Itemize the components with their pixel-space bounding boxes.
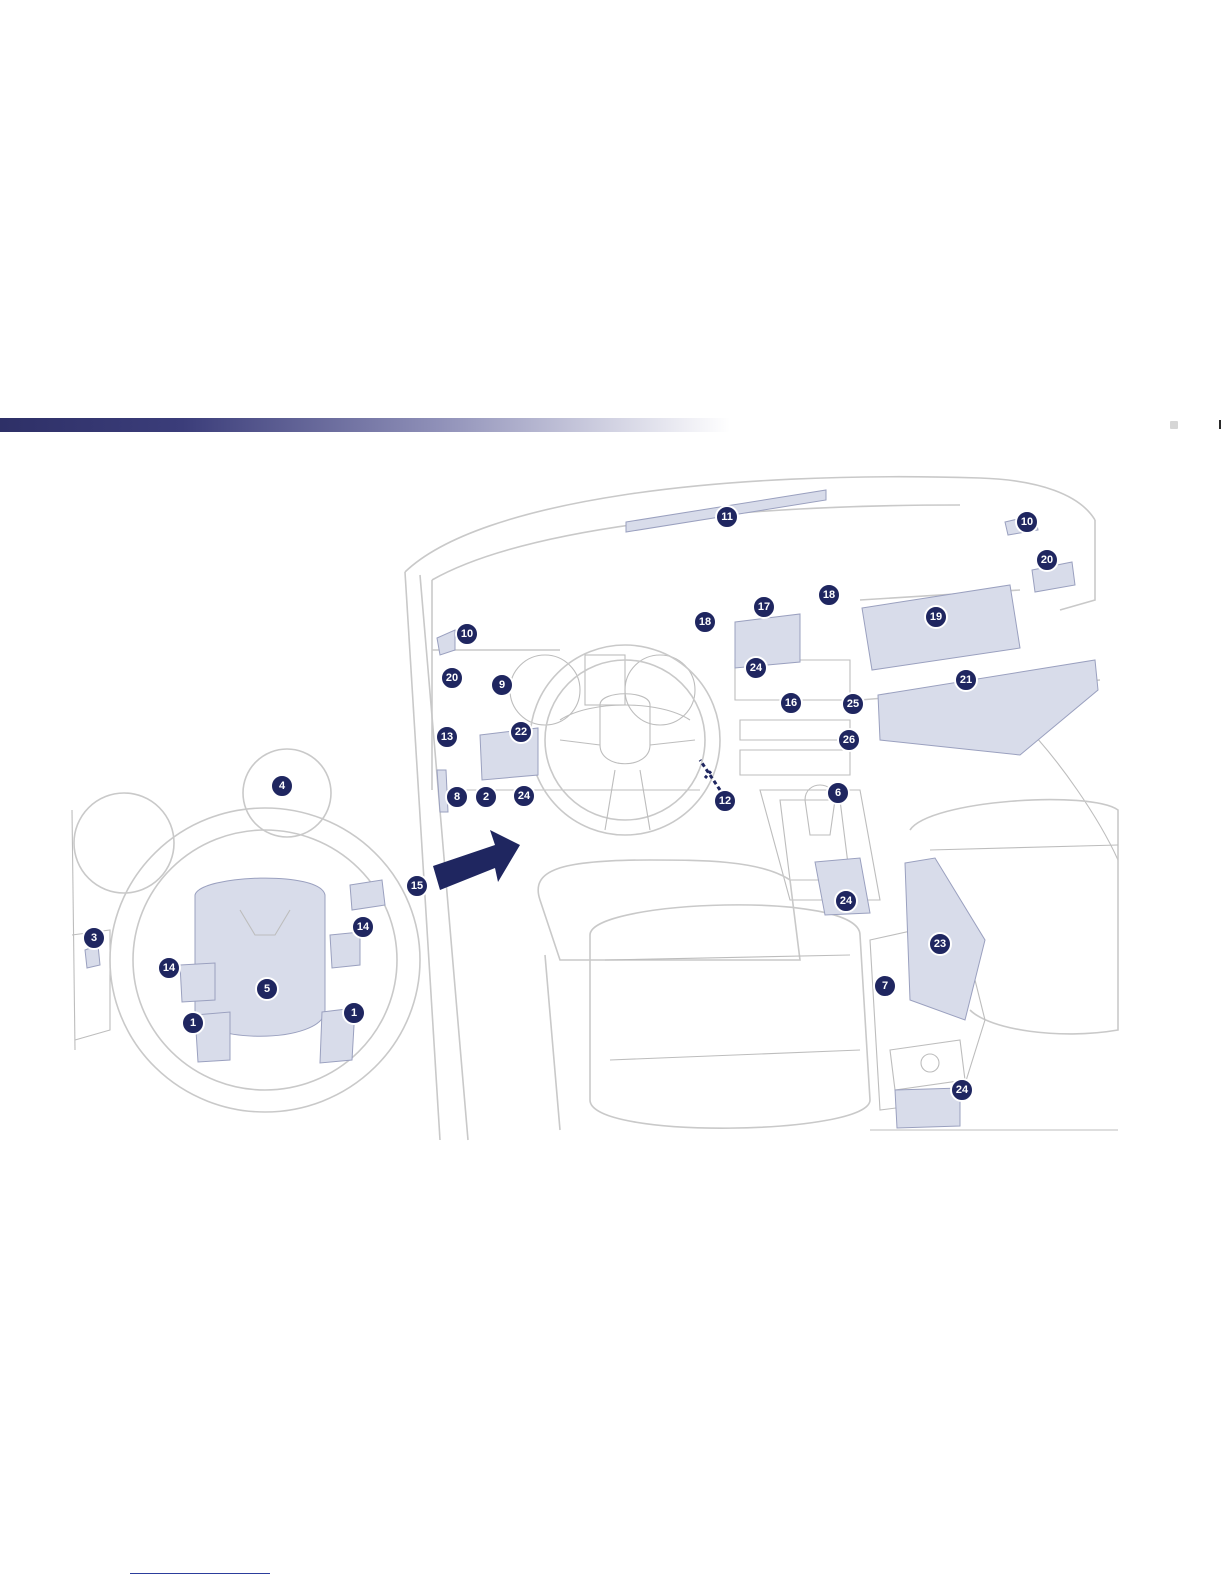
callout-14a: 14 <box>158 957 180 979</box>
svg-text:1: 1 <box>351 1007 357 1019</box>
svg-text:10: 10 <box>461 628 473 640</box>
svg-text:14: 14 <box>163 962 176 974</box>
callout-25: 25 <box>842 693 864 715</box>
callout-20b: 20 <box>1036 549 1058 571</box>
svg-text:14: 14 <box>357 921 370 933</box>
callout-1b: 1 <box>343 1002 365 1024</box>
footer-line <box>130 1573 270 1574</box>
callout-7: 7 <box>874 975 896 997</box>
callout-26: 26 <box>838 729 860 751</box>
callout-16: 16 <box>780 692 802 714</box>
svg-text:18: 18 <box>823 589 835 601</box>
callout-19: 19 <box>925 606 947 628</box>
svg-text:21: 21 <box>960 674 972 686</box>
svg-text:8: 8 <box>454 791 460 803</box>
callout-11: 11 <box>716 506 738 528</box>
callout-12: 12 <box>714 790 736 812</box>
dashboard-outline <box>405 477 1118 1140</box>
svg-text:12: 12 <box>719 795 731 807</box>
svg-text:24: 24 <box>840 895 853 907</box>
svg-text:19: 19 <box>930 611 942 623</box>
svg-text:24: 24 <box>750 662 763 674</box>
svg-text:11: 11 <box>721 511 733 523</box>
svg-text:22: 22 <box>515 726 527 738</box>
header-band <box>0 418 730 432</box>
callout-8: 8 <box>446 786 468 808</box>
dashboard-illustration: 1 1 2 3 4 5 6 7 8 9 10 10 11 12 13 14 14… <box>0 460 1225 1150</box>
svg-text:20: 20 <box>446 672 458 684</box>
svg-text:17: 17 <box>758 601 770 613</box>
svg-text:26: 26 <box>843 734 855 746</box>
callout-4: 4 <box>271 775 293 797</box>
callout-24d: 24 <box>951 1079 973 1101</box>
callout-5: 5 <box>256 978 278 1000</box>
header-marker <box>1170 421 1178 429</box>
svg-text:18: 18 <box>699 616 711 628</box>
svg-text:24: 24 <box>518 790 531 802</box>
callout-24c: 24 <box>835 890 857 912</box>
svg-text:9: 9 <box>499 679 505 691</box>
callout-10b: 10 <box>1016 511 1038 533</box>
callout-21: 21 <box>955 669 977 691</box>
svg-text:13: 13 <box>441 731 453 743</box>
svg-text:5: 5 <box>264 983 270 995</box>
steering-wheel-airbag-panel <box>195 878 325 1036</box>
panel-glovebox <box>878 660 1098 755</box>
svg-text:6: 6 <box>835 787 841 799</box>
svg-text:24: 24 <box>956 1084 969 1096</box>
callout-2: 2 <box>475 786 497 808</box>
callout-6: 6 <box>827 782 849 804</box>
callout-10a: 10 <box>456 623 478 645</box>
callout-18b: 18 <box>818 584 840 606</box>
svg-text:25: 25 <box>847 698 859 710</box>
direction-arrow <box>433 830 520 890</box>
svg-text:4: 4 <box>279 780 286 792</box>
callout-18a: 18 <box>694 611 716 633</box>
panel-display <box>735 614 800 668</box>
callout-20a: 20 <box>441 667 463 689</box>
callout-15: 15 <box>406 875 428 897</box>
callout-22: 22 <box>510 721 532 743</box>
svg-text:3: 3 <box>91 932 97 944</box>
callout-17: 17 <box>753 596 775 618</box>
svg-text:23: 23 <box>934 938 946 950</box>
callout-24a: 24 <box>513 785 535 807</box>
svg-text:2: 2 <box>483 791 489 803</box>
svg-text:20: 20 <box>1041 554 1053 566</box>
callout-9: 9 <box>491 674 513 696</box>
callout-23: 23 <box>929 933 951 955</box>
svg-text:7: 7 <box>882 980 888 992</box>
header-tick <box>1219 420 1221 429</box>
callout-24b: 24 <box>745 657 767 679</box>
svg-text:1: 1 <box>190 1017 196 1029</box>
callout-1a: 1 <box>182 1012 204 1034</box>
callout-13: 13 <box>436 726 458 748</box>
callout-3: 3 <box>83 927 105 949</box>
svg-text:10: 10 <box>1021 516 1033 528</box>
callout-14b: 14 <box>352 916 374 938</box>
panel-rear-storage <box>895 1088 960 1128</box>
svg-text:16: 16 <box>785 697 797 709</box>
svg-text:15: 15 <box>411 880 423 892</box>
